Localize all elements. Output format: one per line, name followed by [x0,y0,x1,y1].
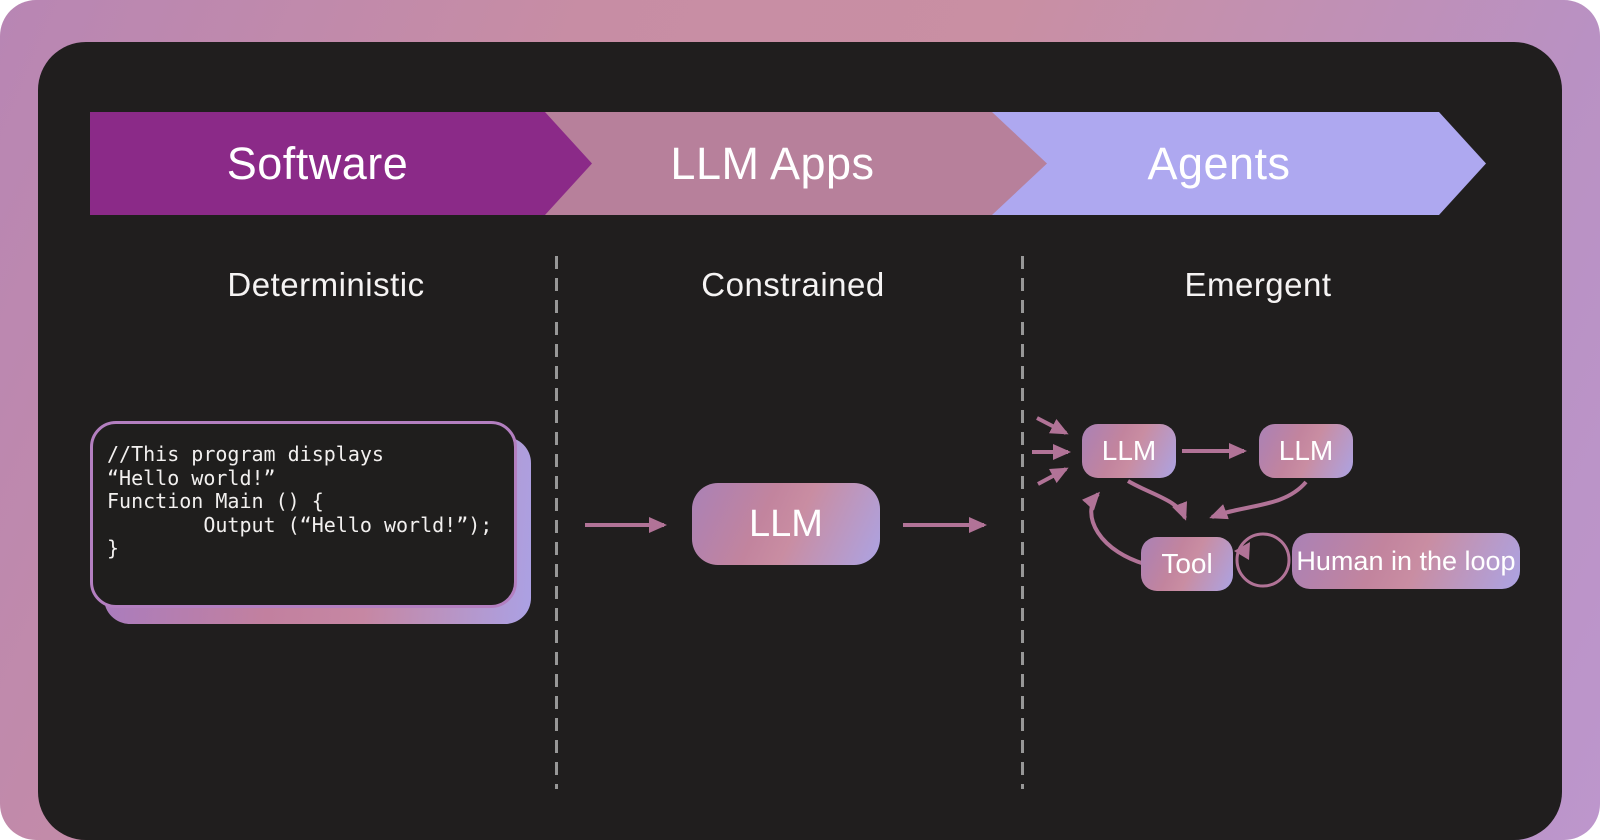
tool-box-label: Tool [1161,548,1213,579]
banner-label-software: Software [226,137,409,189]
llm-box-1-label: LLM [1101,435,1157,466]
llm-box-label: LLM [749,502,823,545]
column-heading-emergent: Emergent [1184,266,1332,303]
llm-box-constrained: LLM [692,483,880,565]
arrow-fan-bottom [1037,467,1069,486]
llm-box-2-label: LLM [1278,435,1334,466]
code-block: //This program displays “Hello world!” F… [90,421,517,608]
curve-tool-to-llm1 [1082,491,1153,568]
banner-segment-software: Software [90,112,592,215]
column-heading-deterministic: Deterministic [227,266,425,303]
column-separator-2 [1021,256,1024,789]
llm-box-1: LLM [1082,424,1176,478]
arrow-fan-top [1036,416,1069,435]
tool-box: Tool [1141,537,1233,591]
banner-label-llm-apps: LLM Apps [670,137,875,189]
llm-box-2: LLM [1259,424,1353,478]
tool-self-loop-arrowhead [1234,542,1250,560]
code-text: //This program displays “Hello world!” F… [107,442,493,560]
column-heading-constrained: Constrained [701,266,885,303]
banner-segment-llm-apps: LLM Apps [545,112,1047,215]
curve-llm2-to-tool [1209,480,1308,520]
banner-label-agents: Agents [1147,137,1291,189]
human-in-the-loop-box: Human in the loop [1292,533,1520,589]
tool-self-loop [1235,532,1291,588]
human-in-the-loop-label: Human in the loop [1296,545,1516,576]
column-separator-1 [555,256,558,789]
banner-segment-agents: Agents [992,112,1486,215]
curve-llm1-to-tool [1126,479,1187,521]
